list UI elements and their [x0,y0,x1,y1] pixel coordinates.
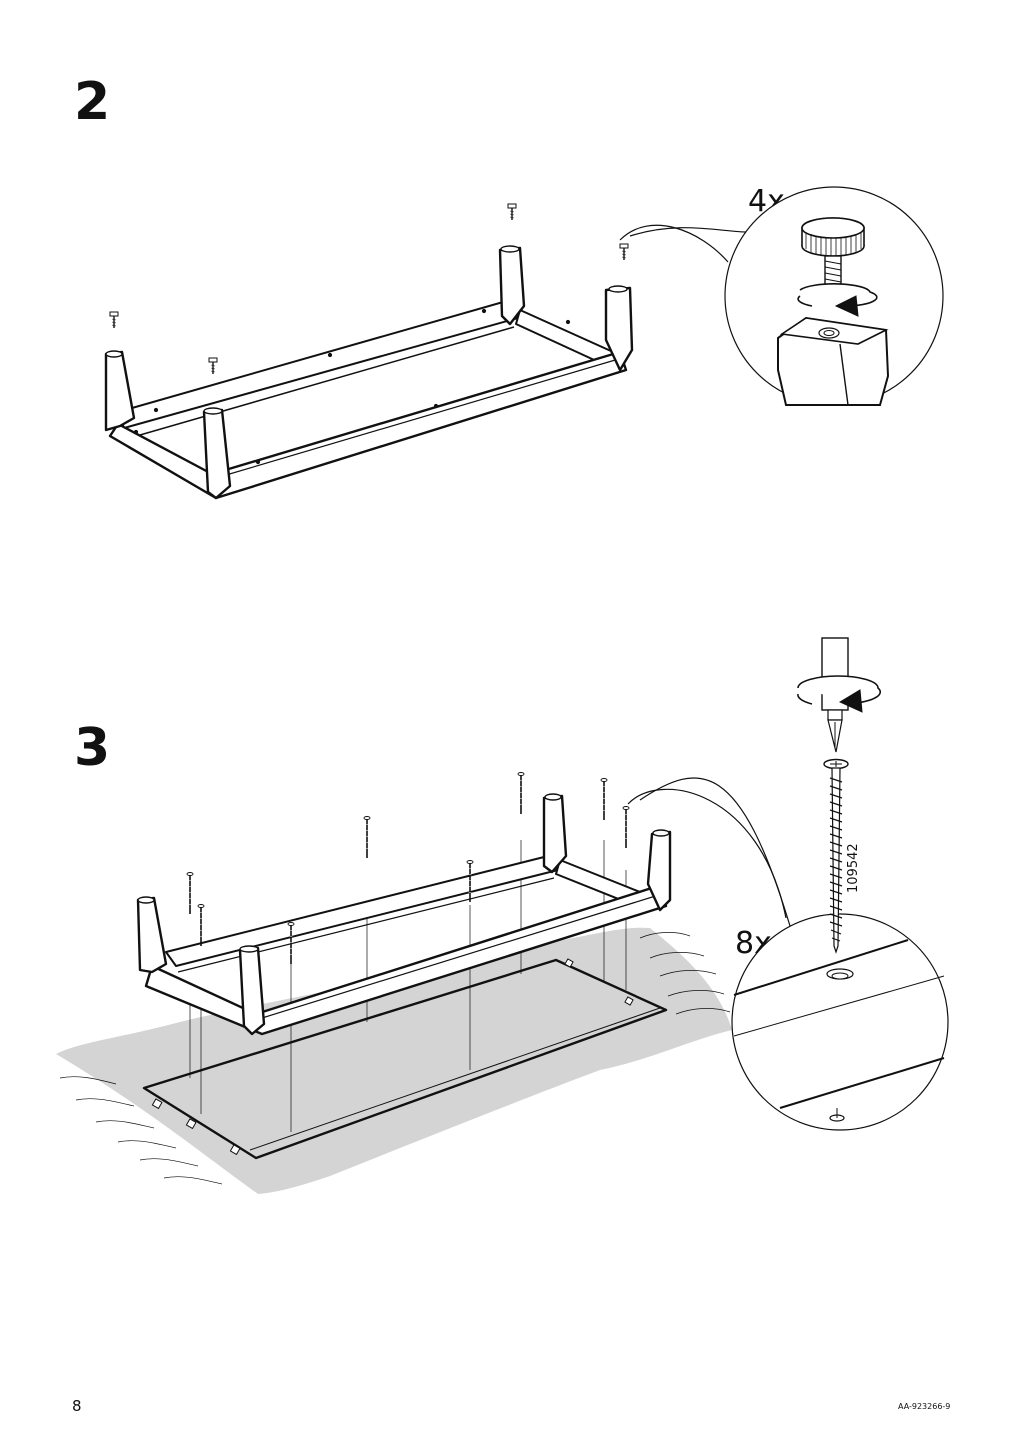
rotate-clockwise-arrow-icon-step-3 [797,675,882,713]
floor-rug [56,927,732,1194]
panel-detail [733,939,945,1122]
step-3-detail-callout [627,777,949,1131]
step-3-frame [136,793,672,1036]
rotate-clockwise-arrow-icon [797,283,878,317]
document-code: AA-923266-9 [898,1402,951,1411]
page-number: 8 [72,1397,82,1415]
seat-panel [142,958,668,1160]
step-3-number: 3 [74,718,111,778]
step-2-number: 2 [74,72,111,132]
screw-icon [823,758,849,954]
step-2-frame [104,245,634,500]
